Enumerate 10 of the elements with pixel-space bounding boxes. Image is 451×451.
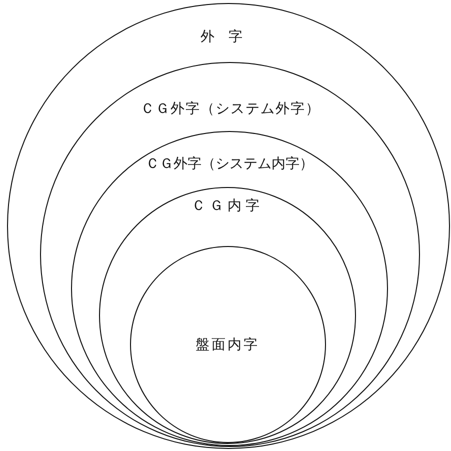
nested-circle bbox=[7, 3, 450, 449]
nested-circle bbox=[99, 187, 356, 444]
nested-circle bbox=[40, 62, 420, 448]
nested-circle bbox=[70, 130, 388, 446]
circle-label: 外字 bbox=[200, 29, 256, 46]
circle-label: ＣＧ内字 bbox=[192, 198, 264, 214]
nested-circle bbox=[130, 246, 326, 443]
circle-label: ＣＧ外字（システム外字） bbox=[140, 100, 320, 117]
circle-label: 盤面内字 bbox=[196, 336, 260, 353]
circle-label: ＣＧ外字（システム内字） bbox=[145, 156, 314, 172]
